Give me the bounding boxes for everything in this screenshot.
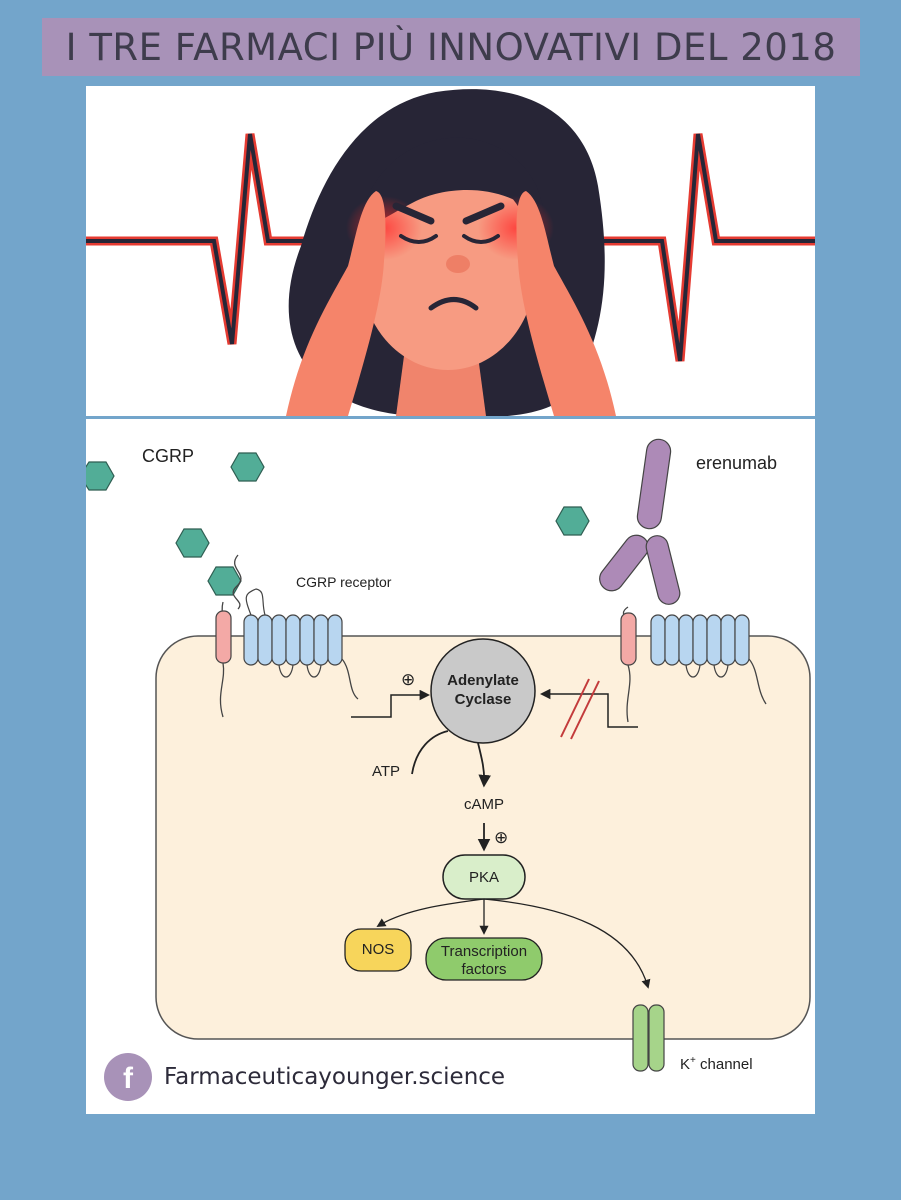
ramp-protein	[215, 610, 232, 664]
headache-illustration	[86, 86, 815, 416]
cgrp-hexagon	[175, 528, 210, 558]
cell	[155, 635, 811, 1040]
cgrp-receptor-left	[215, 554, 359, 718]
left-eye	[399, 234, 438, 244]
activation-arrow	[351, 689, 431, 718]
bangs	[356, 137, 544, 236]
adenylate-cyclase	[430, 638, 536, 744]
site-name: Farmaceuticayounger.science	[164, 1064, 506, 1090]
label-k-channel: K+ channel	[680, 1055, 753, 1073]
label-cgrp: CGRP	[142, 446, 194, 466]
ramp-protein	[620, 612, 637, 666]
cgrp-hexagon	[555, 506, 590, 536]
atp-to-camp-arrow	[477, 742, 491, 788]
neck	[396, 356, 486, 416]
cgrp-pathway-diagram: CGRP erenumab CGRP receptor	[86, 419, 815, 1114]
right-eye	[462, 234, 500, 244]
label-adenylate: Adenylate	[447, 672, 519, 689]
label-pka: PKA	[469, 869, 499, 886]
block-mark	[560, 678, 600, 740]
plus-sign: ⊕	[494, 828, 508, 847]
k-channel	[632, 1004, 665, 1072]
transcription-factors	[425, 937, 543, 981]
mouth	[428, 297, 479, 311]
label-atp: ATP	[372, 763, 400, 780]
pka-to-nos-arrow	[376, 898, 485, 927]
atp-curve	[411, 730, 449, 775]
cgrp-receptor-right	[620, 606, 767, 723]
title-banner: I TRE FARMACI PIÙ INNOVATIVI DEL 2018	[42, 18, 860, 76]
blocked-arrow	[539, 688, 638, 728]
label-nos: NOS	[362, 941, 395, 958]
right-hand	[516, 191, 616, 416]
label-factors: factors	[461, 961, 506, 978]
label-camp: cAMP	[464, 796, 504, 813]
cgrp-hexagon	[230, 452, 265, 482]
erenumab-antibody	[599, 438, 681, 605]
label-transcription: Transcription	[441, 943, 527, 960]
plus-sign: ⊕	[401, 670, 415, 689]
watermark: f Farmaceuticayounger.science	[104, 1052, 505, 1102]
cgrp-pathway-svg: CGRP erenumab CGRP receptor	[86, 438, 811, 1073]
pka-to-k-channel-arrow	[483, 898, 651, 989]
cgrp-hexagon	[207, 566, 242, 596]
left-hand	[286, 191, 386, 416]
facebook-icon: f	[104, 1053, 152, 1101]
label-cgrp-receptor: CGRP receptor	[296, 574, 392, 590]
label-cyclase: Cyclase	[455, 691, 512, 708]
cgrp-hexagon	[86, 461, 115, 491]
cgrp-molecules	[86, 452, 590, 596]
label-erenumab: erenumab	[696, 453, 777, 473]
page-title: I TRE FARMACI PIÙ INNOVATIVI DEL 2018	[65, 25, 837, 69]
headache-illustration-svg	[86, 89, 815, 416]
nos	[344, 928, 412, 972]
